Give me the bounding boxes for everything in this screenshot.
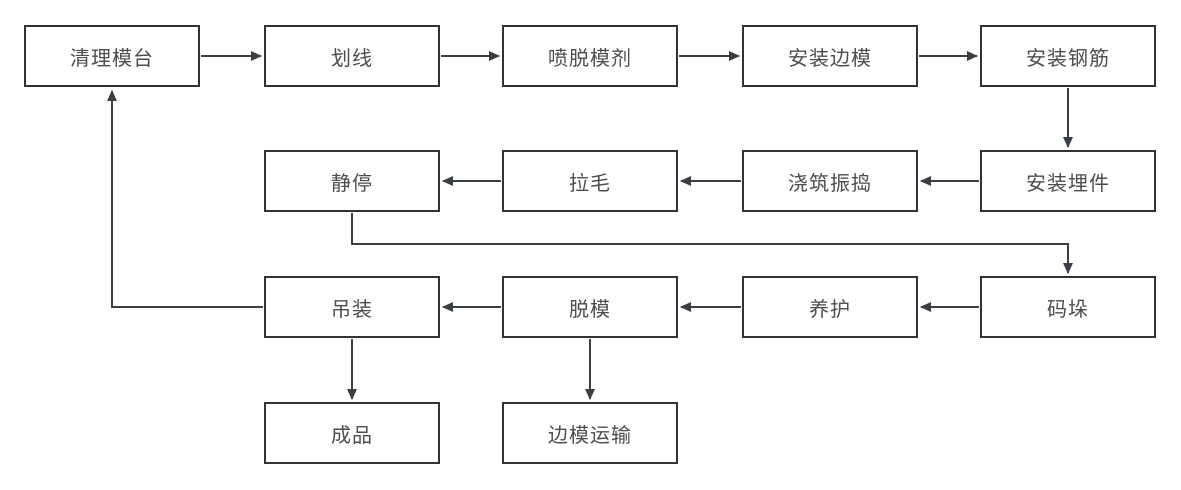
node-finished-product: 成品 [264,402,440,464]
node-spray-release-agent: 喷脱模剂 [502,25,678,87]
edge-resting-to-stacking [351,213,1073,274]
node-demolding: 脱模 [502,276,678,338]
node-clean-pallet: 清理模台 [24,25,200,87]
node-pour-vibrate: 浇筑振捣 [742,150,918,212]
node-curing: 养护 [742,276,918,338]
node-roughening: 拉毛 [502,150,678,212]
node-stacking: 码垛 [980,276,1156,338]
node-marking: 划线 [264,25,440,87]
node-side-form-transport: 边模运输 [502,402,678,464]
node-install-embeds: 安装埋件 [980,150,1156,212]
node-install-side-forms: 安装边模 [742,25,918,87]
node-hoisting: 吊装 [264,276,440,338]
edge-hoisting-to-clean-pallet [107,90,263,308]
node-resting: 静停 [264,150,440,212]
node-install-rebar: 安装钢筋 [980,25,1156,87]
